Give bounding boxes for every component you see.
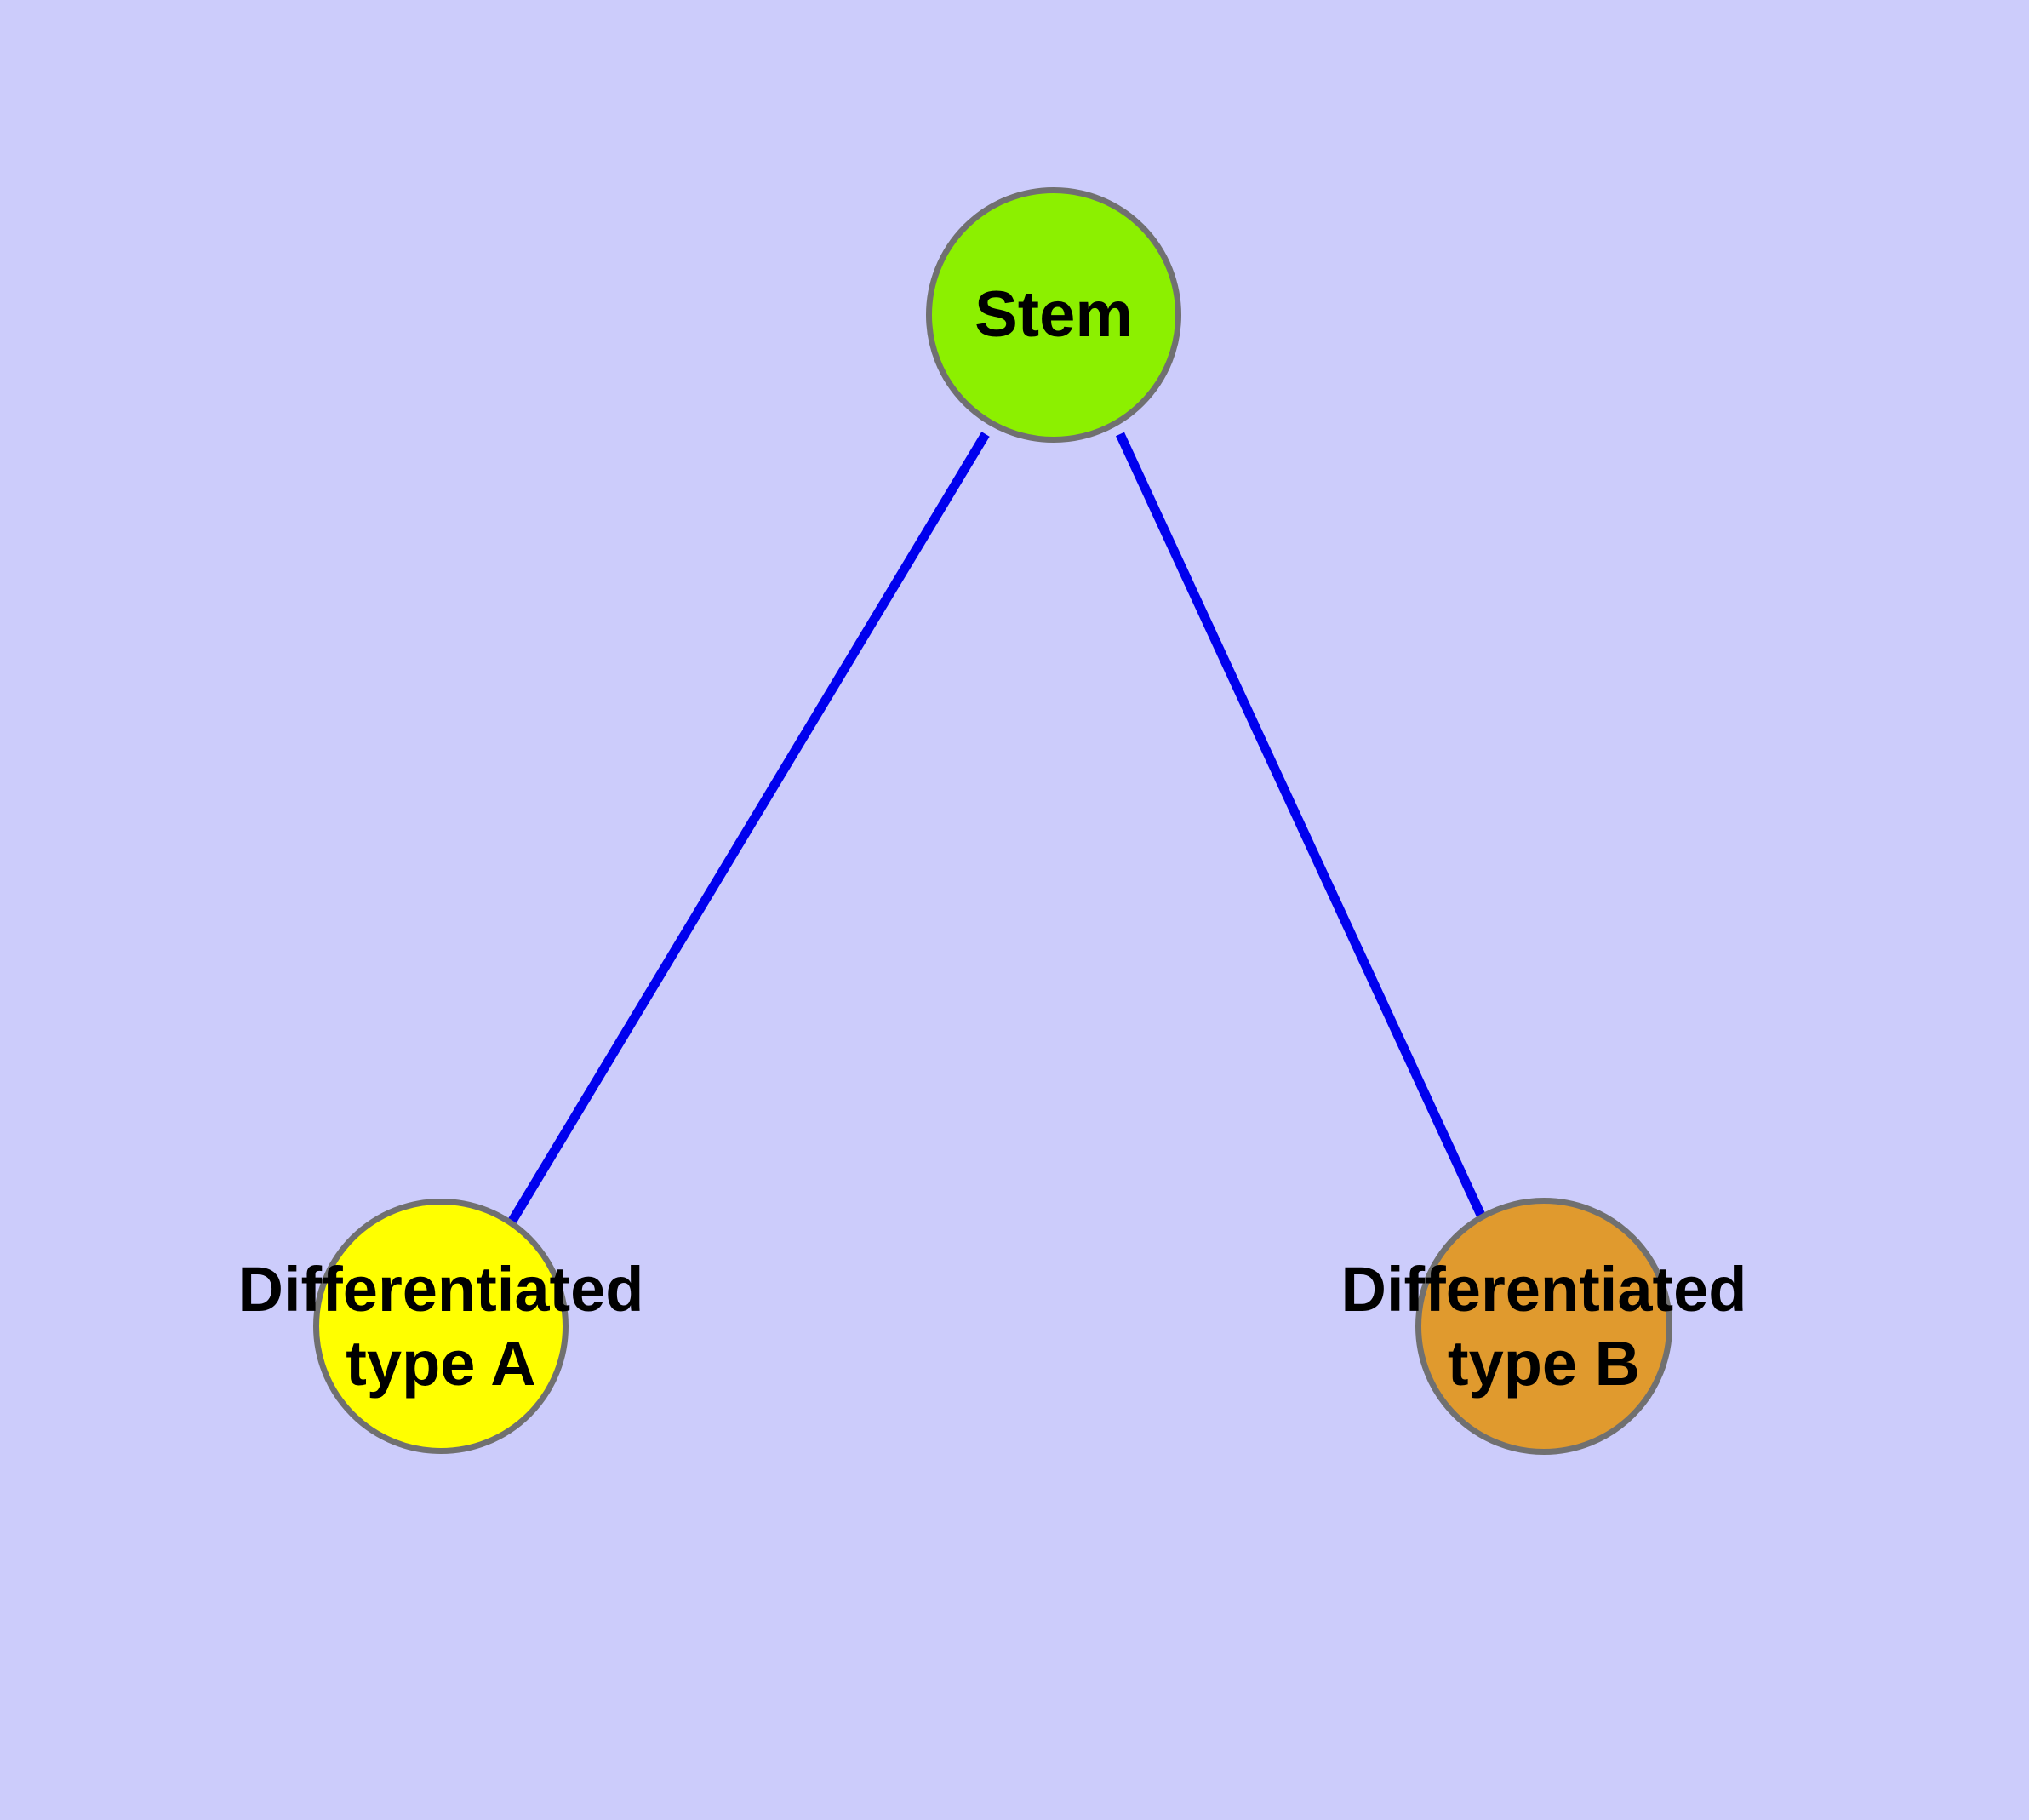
edges-layer xyxy=(508,432,1489,1225)
graph-node-diff_a[interactable] xyxy=(313,1199,569,1454)
graph-edge-stem-to-b xyxy=(1116,432,1489,1225)
graph-node-stem[interactable] xyxy=(926,187,1181,443)
graph-node-diff_b[interactable] xyxy=(1415,1198,1672,1455)
nodes-layer xyxy=(313,187,1672,1455)
graph-edge-stem-to-a xyxy=(508,432,990,1223)
